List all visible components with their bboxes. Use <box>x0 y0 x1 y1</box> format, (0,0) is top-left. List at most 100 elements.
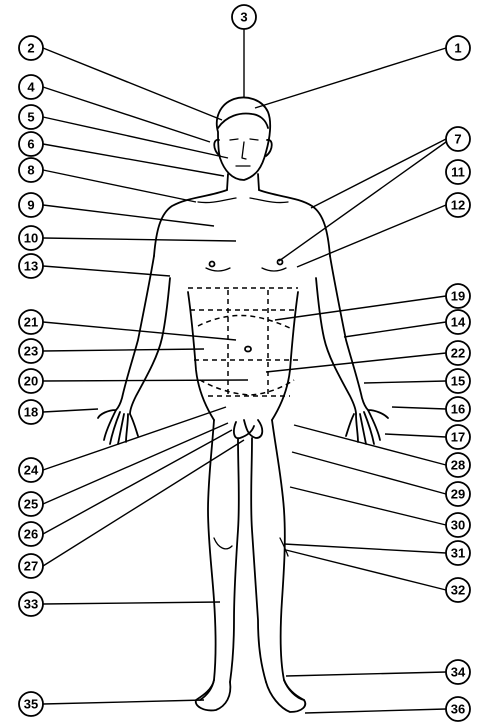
callout-17-text: 17 <box>451 430 465 445</box>
callout-4-text: 4 <box>27 80 35 95</box>
callout-4: 4 <box>19 75 43 99</box>
callout-33: 33 <box>19 592 43 616</box>
left-arm <box>116 256 170 414</box>
callout-25: 25 <box>19 492 43 516</box>
callout-24-text: 24 <box>24 463 39 478</box>
body-figure <box>98 98 388 712</box>
callout-21-text: 21 <box>24 315 38 330</box>
callout-16-text: 16 <box>451 402 465 417</box>
callout-5-text: 5 <box>27 110 34 125</box>
callout-7-text: 7 <box>454 132 461 147</box>
callout-31: 31 <box>446 541 470 565</box>
callout-14: 14 <box>446 310 470 334</box>
callout-6: 6 <box>19 132 43 156</box>
callout-24: 24 <box>19 458 43 482</box>
leader-5 <box>43 117 228 158</box>
callout-12: 12 <box>446 193 470 217</box>
umbilicus <box>245 347 251 352</box>
callout-6-text: 6 <box>27 137 34 152</box>
callout-30: 30 <box>446 513 470 537</box>
leader-32 <box>286 550 446 590</box>
leader-36 <box>305 709 446 713</box>
head-outline <box>217 98 270 180</box>
right-foot <box>266 680 305 712</box>
leader-19 <box>275 296 446 320</box>
callout-19-text: 19 <box>451 289 465 304</box>
leader-2 <box>43 48 222 120</box>
callout-15: 15 <box>446 369 470 393</box>
callout-2: 2 <box>19 36 43 60</box>
right-hand <box>346 410 388 444</box>
callout-36: 36 <box>446 697 470 721</box>
callout-20-text: 20 <box>24 374 38 389</box>
callout-11: 11 <box>446 160 470 184</box>
callout-8-text: 8 <box>27 163 34 178</box>
leader-26 <box>43 430 232 534</box>
callout-10: 10 <box>19 226 43 250</box>
leader-22 <box>266 353 446 372</box>
left-nipple <box>210 262 215 267</box>
callout-5: 5 <box>19 105 43 129</box>
callout-18: 18 <box>19 400 43 424</box>
collarbones <box>198 198 288 203</box>
leader-35 <box>43 700 204 704</box>
callout-1-text: 1 <box>454 41 461 56</box>
callout-28: 28 <box>446 453 470 477</box>
leader-6 <box>43 144 224 176</box>
callout-13-text: 13 <box>24 259 38 274</box>
callout-13: 13 <box>19 254 43 278</box>
callout-29-text: 29 <box>451 487 465 502</box>
leader-8 <box>43 170 196 202</box>
callout-36-text: 36 <box>451 702 465 717</box>
leader-31 <box>284 544 446 553</box>
inner-right-leg <box>251 438 266 682</box>
callout-9-text: 9 <box>27 198 34 213</box>
callout-26-text: 26 <box>24 527 38 542</box>
leader-15 <box>364 381 446 383</box>
leader-16 <box>392 407 446 409</box>
callout-17: 17 <box>446 425 470 449</box>
callout-9: 9 <box>19 193 43 217</box>
callout-22-text: 22 <box>451 346 465 361</box>
torso-outline <box>154 190 330 420</box>
leader-lines <box>43 29 446 713</box>
leader-17 <box>385 434 446 437</box>
leader-33 <box>43 602 220 604</box>
callout-28-text: 28 <box>451 458 465 473</box>
callout-33-text: 33 <box>24 597 38 612</box>
callout-35: 35 <box>19 692 43 716</box>
callout-14-text: 14 <box>451 315 466 330</box>
leader-14 <box>344 322 446 337</box>
callout-7: 7 <box>446 127 470 151</box>
leader-30 <box>290 487 446 525</box>
callout-22: 22 <box>446 341 470 365</box>
callout-2-text: 2 <box>27 41 34 56</box>
leader-9 <box>43 205 214 226</box>
callout-34: 34 <box>446 660 470 684</box>
knees <box>214 538 288 556</box>
leader-20 <box>43 380 248 381</box>
callout-23: 23 <box>19 339 43 363</box>
callout-11-text: 11 <box>451 165 465 180</box>
callout-10-text: 10 <box>24 231 38 246</box>
callout-1: 1 <box>446 36 470 60</box>
callout-34-text: 34 <box>451 665 466 680</box>
callout-3-text: 3 <box>240 10 247 25</box>
callout-12-text: 12 <box>451 198 465 213</box>
chest-line <box>206 268 286 271</box>
callout-29: 29 <box>446 482 470 506</box>
inner-left-leg <box>230 438 239 682</box>
face-features <box>230 139 258 166</box>
callout-35-text: 35 <box>24 697 38 712</box>
callout-3: 3 <box>232 5 256 29</box>
leader-18 <box>43 409 98 412</box>
leader-7 <box>311 139 446 208</box>
callout-23-text: 23 <box>24 344 38 359</box>
leader-34 <box>286 672 446 676</box>
callout-27: 27 <box>19 554 43 578</box>
hairline <box>218 114 268 128</box>
callout-26: 26 <box>19 522 43 546</box>
callout-27-text: 27 <box>24 559 38 574</box>
leader-23 <box>43 349 204 351</box>
